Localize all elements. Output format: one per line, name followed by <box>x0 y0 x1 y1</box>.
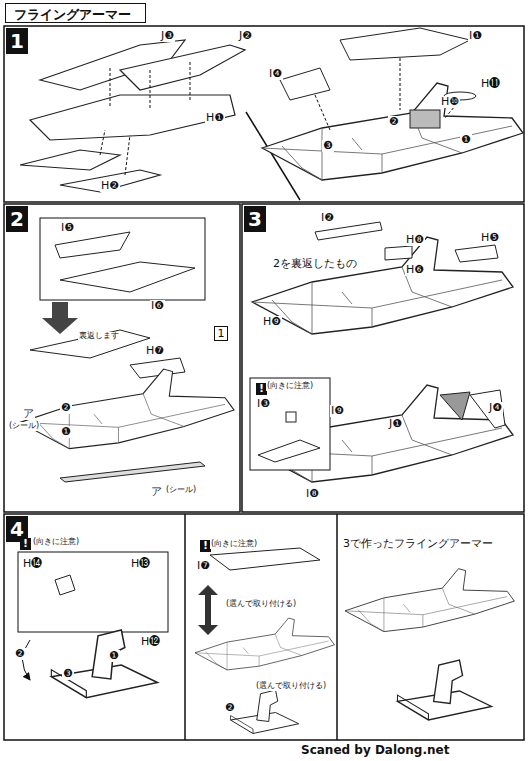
part-label: I❸ <box>256 398 271 410</box>
step-order: ❶ <box>60 426 72 438</box>
part-label: ア <box>22 408 35 420</box>
part-label: H❶ <box>205 112 225 124</box>
part-label: 2を裏返したもの <box>272 258 358 270</box>
part-label: H⓫ <box>480 78 501 90</box>
part-label: H⓭ <box>130 558 151 570</box>
part-label: H❿ <box>440 96 460 108</box>
part-label: H❻ <box>405 264 425 276</box>
step-order: ❷ <box>388 116 400 128</box>
part-label: (選んで取り付ける) <box>225 600 297 609</box>
part-label: (選んで取り付ける) <box>255 682 327 691</box>
step-order: ❸ <box>322 140 334 152</box>
part-label: 裏返します <box>78 332 120 341</box>
step-order: ❶ <box>108 650 120 662</box>
part-label: J❷ <box>238 30 253 42</box>
step-order: ❸ <box>62 668 74 680</box>
step-number-text: 1 <box>218 327 225 340</box>
part-label: J❸ <box>160 30 175 42</box>
part-label: H❺ <box>480 232 500 244</box>
part-label: I❼ <box>196 560 211 572</box>
step-number-text: 1 <box>10 29 24 53</box>
part-label: (向きに注意) <box>210 540 258 549</box>
part-label: I❾ <box>330 405 345 417</box>
step-number: 3 <box>244 206 266 232</box>
part-label: (シール) <box>8 422 40 431</box>
part-label: Scaned by Dalong.net <box>300 744 450 757</box>
part-label: 3で作ったフライングアーマー <box>342 538 494 550</box>
step-order: ❷ <box>60 402 72 414</box>
part-label: I❻ <box>150 300 165 312</box>
part-label: H❾ <box>262 316 282 328</box>
step-order: ❶ <box>460 134 472 146</box>
part-label: (向きに注意) <box>32 538 80 547</box>
step-number-text: 3 <box>248 207 262 231</box>
part-label: I❷ <box>320 212 335 224</box>
part-label: J❶ <box>388 418 403 430</box>
step-number: 1 <box>6 28 28 54</box>
part-label: I❽ <box>305 488 320 500</box>
part-label: I❹ <box>268 68 283 80</box>
title-bar: フライングアーマー <box>5 3 146 23</box>
part-label: ア <box>150 486 163 498</box>
part-label: H❼ <box>145 345 165 357</box>
part-label: H⓬ <box>140 636 161 648</box>
part-label: H⓮ <box>22 558 43 570</box>
part-label: H❽ <box>405 234 425 246</box>
part-label: J❹ <box>488 402 503 414</box>
step-order: ❷ <box>224 702 236 714</box>
step-order: ❷ <box>14 648 26 660</box>
part-label: H❷ <box>100 180 120 192</box>
step-number: 2 <box>6 206 28 232</box>
caution-mark: ! <box>20 538 31 550</box>
part-label: I❺ <box>60 222 75 234</box>
part-label: I❶ <box>468 30 483 42</box>
step-number-text: 2 <box>10 207 24 231</box>
reference-box: 1 <box>214 326 228 341</box>
part-label: (向きに注意) <box>266 382 314 391</box>
part-label: (シール) <box>165 486 197 495</box>
